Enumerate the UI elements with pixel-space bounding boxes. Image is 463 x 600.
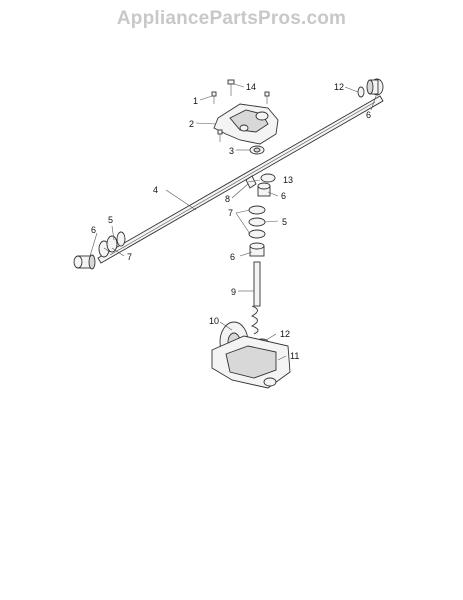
screw-lower <box>217 129 223 142</box>
right-washer <box>357 86 365 98</box>
callout-6-left: 6 <box>91 225 96 235</box>
leader-lines <box>89 83 377 361</box>
callout-11: 11 <box>290 351 299 361</box>
callout-9: 9 <box>231 287 236 297</box>
screw-right <box>264 91 270 104</box>
washer-stack <box>248 205 266 239</box>
top-housing-cover <box>213 103 279 145</box>
upper-bushing <box>257 182 271 197</box>
callout-10: 10 <box>209 316 219 326</box>
callout-6-right: 6 <box>366 110 371 120</box>
callout-3: 3 <box>229 146 234 156</box>
lower-bushing <box>249 242 265 257</box>
callout-1: 1 <box>193 96 198 106</box>
lower-housing <box>211 335 291 389</box>
callout-8: 8 <box>225 194 230 204</box>
screw-14 <box>227 79 235 96</box>
callout-4: 4 <box>153 185 158 195</box>
callout-5-stack: 5 <box>282 217 287 227</box>
callout-12-lower: 12 <box>280 329 290 339</box>
callout-7-left: 7 <box>127 252 132 262</box>
watermark-text: AppliancePartsPros.com <box>116 8 347 29</box>
callout-6-lower-bushing: 6 <box>230 252 235 262</box>
screw-1 <box>211 91 217 104</box>
worm-shaft <box>250 261 261 335</box>
bearing-13 <box>260 173 276 183</box>
washer-3 <box>249 145 265 155</box>
callout-labels: 1 14 2 3 12 6 13 8 6 4 7 5 5 6 7 6 9 10 … <box>91 82 371 361</box>
axle-shaft <box>97 95 384 264</box>
left-bushing <box>73 254 96 270</box>
callout-12-upper: 12 <box>334 82 344 92</box>
callout-2: 2 <box>189 119 194 129</box>
key-8 <box>245 175 257 189</box>
left-washers <box>98 231 126 258</box>
callout-6-upper-bushing: 6 <box>281 191 286 201</box>
callout-7-stack: 7 <box>228 208 233 218</box>
callout-14: 14 <box>246 82 256 92</box>
callout-5-left: 5 <box>108 215 113 225</box>
callout-13: 13 <box>283 175 293 185</box>
right-bushing <box>366 78 384 96</box>
